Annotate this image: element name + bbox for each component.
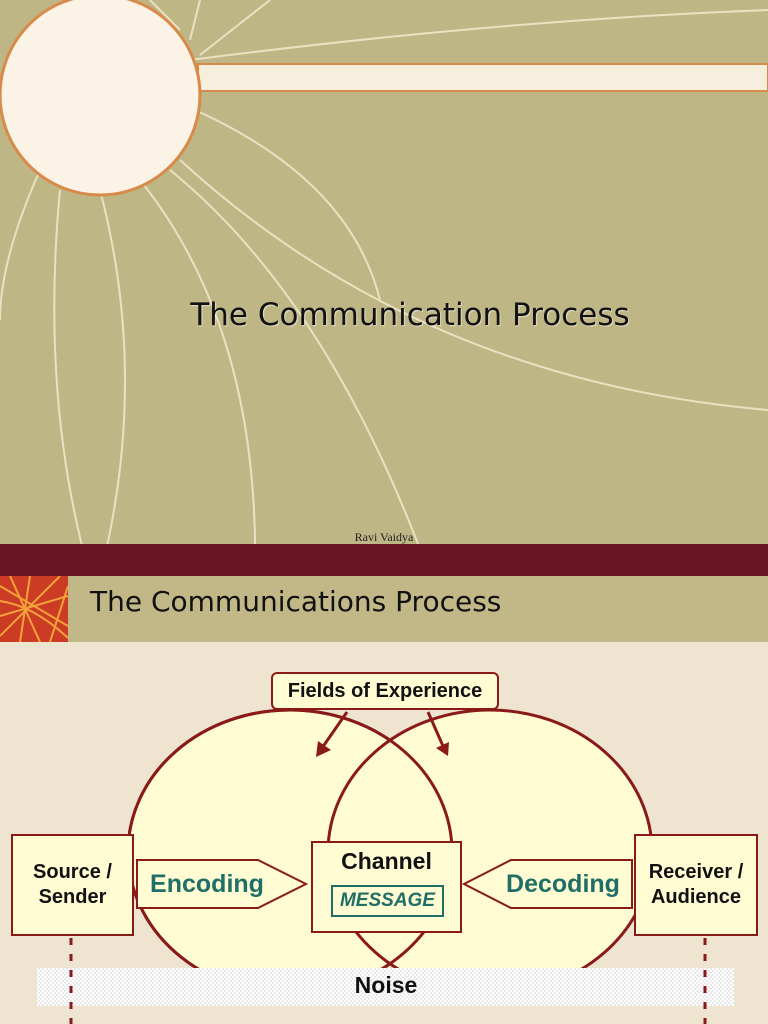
slide1-title: The Communication Process [190, 297, 630, 333]
encoding-arrow [136, 859, 309, 909]
decoding-label: Decoding [506, 870, 620, 898]
sun-circle [0, 0, 202, 197]
sun-rays-decoration [0, 0, 768, 576]
arrow-left-down [320, 711, 349, 749]
message-box: MESSAGE [331, 885, 444, 917]
diagram-slide: The Communications Process Fields of Exp… [0, 576, 768, 1024]
starburst-icon [0, 576, 69, 643]
encoding-label: Encoding [150, 870, 264, 898]
receiver-audience-box: Receiver / Audience [634, 834, 758, 936]
arrow-right-down [426, 711, 445, 747]
decoding-arrow [461, 859, 633, 909]
sender-label: Sender [38, 886, 107, 908]
receiver-label: Receiver / [648, 861, 744, 883]
fields-of-experience-box: Fields of Experience [271, 672, 499, 710]
channel-box: Channel MESSAGE [311, 841, 462, 933]
noise-band [37, 968, 734, 1006]
audience-label: Audience [650, 886, 742, 908]
source-label: Source / [33, 861, 112, 883]
slide2-title: The Communications Process [90, 585, 502, 618]
author-name: Ravi Vaidya [354, 530, 414, 544]
noise-label: Noise [354, 972, 418, 998]
channel-label: Channel [341, 848, 432, 874]
slide-divider-band [0, 544, 768, 576]
slide2-header: The Communications Process [0, 576, 768, 643]
title-slide: The Communication Process Ravi Vaidya [0, 0, 768, 576]
source-sender-box: Source / Sender [11, 834, 134, 936]
